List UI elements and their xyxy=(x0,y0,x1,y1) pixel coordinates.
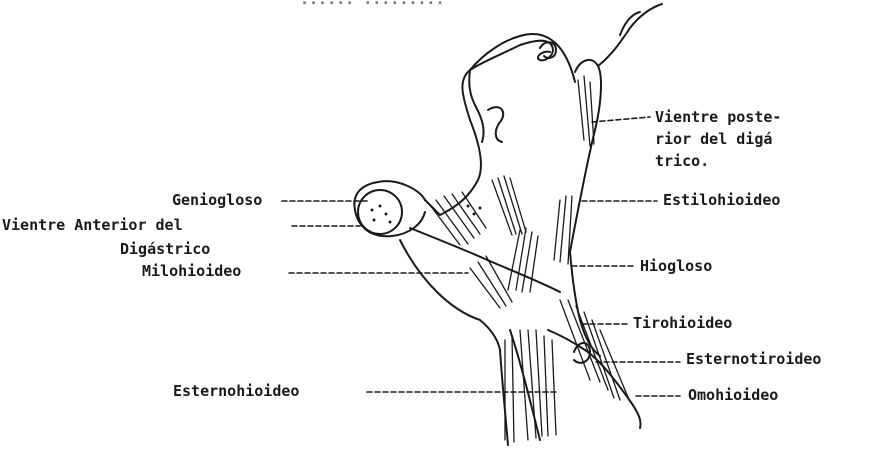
label-vientre-posterior-1: Vientre poste- xyxy=(655,108,781,126)
mastoid-curve xyxy=(598,4,662,66)
label-genioglo: Geniogloso xyxy=(172,191,262,209)
leader-vientre-posterior xyxy=(592,117,650,122)
label-esternohioideo: Esternohioideo xyxy=(173,382,299,400)
neck-right-lower xyxy=(548,330,641,428)
label-tirohioideo: Tirohioideo xyxy=(633,314,732,332)
hook-top xyxy=(620,12,640,35)
neck-left-edge xyxy=(400,240,500,350)
label-omohioideo: Omohioideo xyxy=(688,386,778,404)
label-genioglo-text: Genioglo xyxy=(172,191,244,209)
label-genioglo-suffix: so xyxy=(244,191,262,209)
label-vientre-anterior-1: Vientre Anterior del xyxy=(2,216,183,234)
mandible-outline xyxy=(354,41,553,215)
label-vientre-anterior-2: Digástrico xyxy=(120,240,210,258)
mandible-upper-curve xyxy=(469,70,483,142)
jaw-top-outline xyxy=(470,34,575,82)
neck-left-bottom xyxy=(500,350,508,445)
label-esternotiroideo: Esternotiroideo xyxy=(686,350,821,368)
label-vientre-posterior-3: trico. xyxy=(655,152,709,170)
chin-circle xyxy=(358,190,402,234)
label-milohioideo: Milohioideo xyxy=(142,262,241,280)
label-hiogloso: Hiogloso xyxy=(640,257,712,275)
label-estilohioideo: Estilohioideo xyxy=(663,191,780,209)
label-vientre-posterior-2: rior del digá xyxy=(655,130,772,148)
mandible-inner-hook xyxy=(488,107,503,142)
